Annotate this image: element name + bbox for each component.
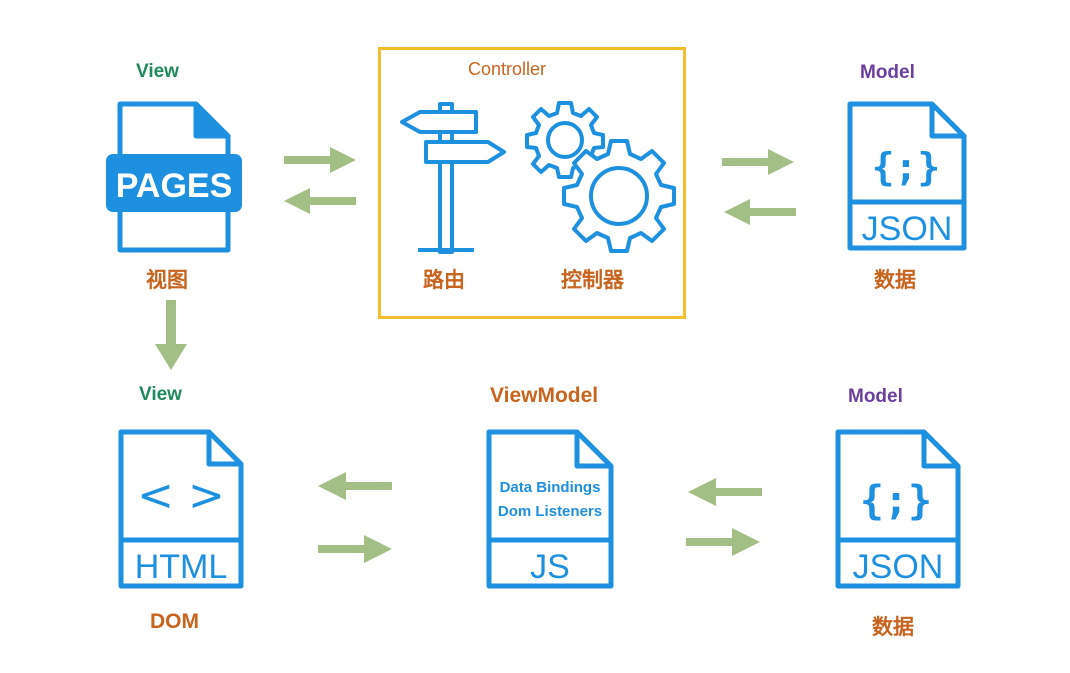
arrow-viewmodel-to-model [686,528,760,556]
arrow-view-to-controller [284,147,356,173]
model-caption-top: 数据 [874,268,916,292]
json-file-text-bottom: JSON [853,548,944,586]
signpost-icon [400,102,506,254]
json-file-icon-top: {;} JSON [847,101,967,251]
controller-role-label: Controller [468,59,547,79]
dom-caption: DOM [150,610,199,633]
arrow-viewmodel-to-view [318,472,392,500]
model-caption-bottom: 数据 [872,615,914,639]
controller-box [378,47,686,319]
html-file-icon: < > HTML [118,429,244,589]
view-role-label-top: View [136,61,179,82]
gears-icon [525,101,676,253]
model-role-label-top: Model [860,62,915,83]
view-role-label-bottom: View [139,384,182,405]
model-role-label-bottom: Model [848,386,903,407]
json-file-icon-bottom: {;} JSON [835,429,961,589]
json-braces-bottom: {;} [860,478,932,524]
pages-file-text: PAGES [116,167,233,205]
view-caption-top: 视图 [146,268,188,292]
html-file-text: HTML [135,548,228,586]
arrow-view-down [155,300,187,370]
arrow-view-to-viewmodel [318,535,392,563]
arrow-model-to-controller [724,199,796,225]
viewmodel-role-label: ViewModel [490,384,599,407]
js-line-data-bindings: Data Bindings [500,479,601,496]
js-line-dom-listeners: Dom Listeners [498,503,602,520]
controller-caption: 控制器 [561,268,624,292]
json-braces-top: {;} [872,145,941,189]
arrow-controller-to-view [284,188,356,214]
arrow-controller-to-model [722,149,794,175]
html-code-glyph: < > [137,470,225,521]
arrow-model-to-viewmodel [688,478,762,506]
js-file-text: JS [530,548,570,586]
pages-file-icon: PAGES [106,101,242,253]
js-file-icon: Data Bindings Dom Listeners JS [486,429,614,589]
router-caption: 路由 [423,268,465,292]
json-file-text-top: JSON [862,210,953,248]
